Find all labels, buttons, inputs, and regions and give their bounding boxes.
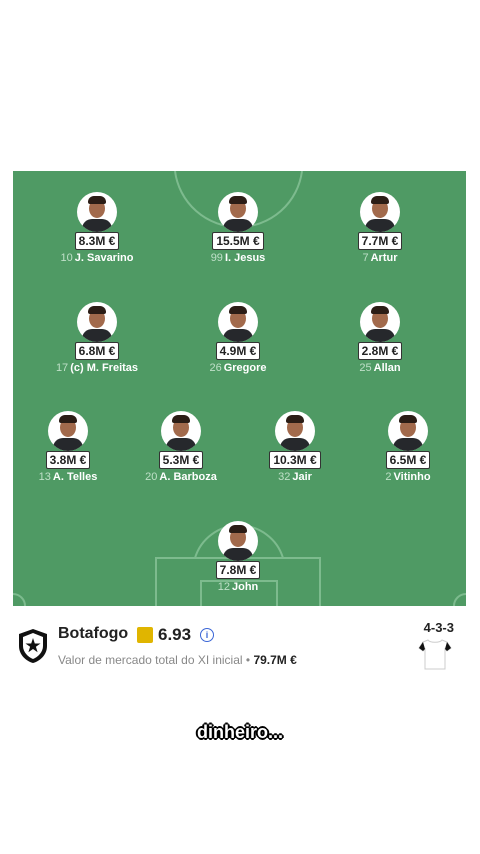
player-price: 6.5M € [385, 451, 431, 469]
video-caption: dinheiro... [196, 722, 283, 742]
player-photo [360, 302, 400, 342]
team-name[interactable]: Botafogo [58, 625, 129, 642]
player-photo [275, 411, 315, 451]
player-price: 3.8M € [45, 451, 91, 469]
player-price: 15.5M € [212, 232, 264, 250]
jersey-icon[interactable] [418, 637, 452, 671]
player-number: 25 [359, 362, 372, 374]
player-photo [388, 411, 428, 451]
player-card[interactable]: 6.8M € 17(c) M. Freitas [42, 302, 152, 374]
player-number: 32 [278, 471, 291, 483]
player-photo [218, 302, 258, 342]
player-photo [218, 192, 258, 232]
player-price: 4.9M € [215, 342, 261, 360]
player-name: Allan [373, 362, 401, 374]
player-number: 99 [210, 252, 223, 264]
player-photo [161, 411, 201, 451]
team-summary: Botafogo 6.93 i Valor de mercado total d… [13, 612, 466, 672]
player-photo [48, 411, 88, 451]
market-value: 79.7M € [253, 653, 297, 667]
player-number: 7 [362, 252, 369, 264]
player-name-line: 17(c) M. Freitas [42, 362, 152, 374]
player-price: 7.7M € [357, 232, 403, 250]
player-number: 20 [145, 471, 158, 483]
player-name: I. Jesus [224, 252, 266, 264]
player-number: 12 [217, 581, 230, 593]
player-name: A. Barboza [159, 471, 217, 483]
player-number: 13 [38, 471, 51, 483]
player-price: 5.3M € [158, 451, 204, 469]
player-name: Vitinho [393, 471, 431, 483]
player-name: Artur [370, 252, 398, 264]
player-number: 2 [385, 471, 392, 483]
info-icon[interactable]: i [200, 628, 214, 642]
player-name: (c) M. Freitas [70, 362, 139, 374]
rating-color-badge [137, 627, 153, 643]
player-name: Jair [292, 471, 312, 483]
player-number: 17 [55, 362, 69, 374]
team-crest-icon[interactable] [17, 628, 49, 664]
player-price: 6.8M € [74, 342, 120, 360]
player-number: 10 [60, 252, 73, 264]
team-rating: 6.93 [158, 625, 192, 644]
player-price: 2.8M € [357, 342, 403, 360]
player-name: J. Savarino [74, 252, 134, 264]
formation-label: 4-3-3 [423, 620, 454, 635]
player-photo [218, 521, 258, 561]
player-price: 8.3M € [74, 232, 120, 250]
player-price: 7.8M € [215, 561, 261, 579]
player-photo [77, 302, 117, 342]
separator-dot: • [245, 653, 251, 667]
player-photo [77, 192, 117, 232]
player-name: Gregore [223, 362, 267, 374]
market-value-line: Valor de mercado total do XI inicial • 7… [58, 653, 297, 667]
market-value-label: Valor de mercado total do XI inicial [58, 653, 243, 667]
player-name: A. Telles [52, 471, 98, 483]
player-name: John [231, 581, 259, 593]
player-price: 10.3M € [269, 451, 321, 469]
player-photo [360, 192, 400, 232]
player-number: 26 [209, 362, 222, 374]
